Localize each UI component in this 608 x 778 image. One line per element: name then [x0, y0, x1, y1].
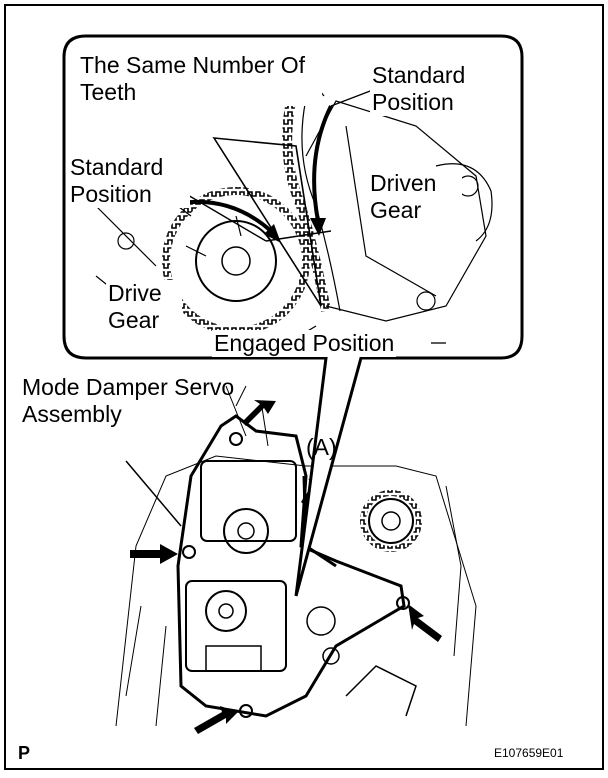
- diagram-figure: The Same Number Of Teeth Standard Positi…: [4, 4, 604, 770]
- servo-outline: [176, 414, 406, 718]
- figure-id: E107659E01: [494, 746, 564, 760]
- arrow-icon: [310, 218, 326, 236]
- driven-gear-label: Driven Gear: [368, 170, 462, 224]
- standard-position-left-label: Standard Position: [68, 154, 190, 208]
- marker-a-label: (A): [306, 434, 337, 460]
- standard-position-right-label: Standard Position: [370, 62, 496, 116]
- engaged-position-label: Engaged Position: [212, 330, 397, 357]
- arrow-icon: [408, 604, 442, 642]
- arrow-icon: [242, 400, 276, 426]
- footer-mark: P: [18, 743, 31, 763]
- arrow-icon: [194, 706, 238, 734]
- drive-gear-label: Drive Gear: [106, 280, 182, 334]
- assembly-drawing: [115, 385, 477, 727]
- arrow-icon: [130, 544, 178, 564]
- arrow-icon: [264, 224, 281, 243]
- mode-damper-label: Mode Damper Servo Assembly: [22, 374, 235, 427]
- same-teeth-label: The Same Number Of Teeth: [78, 52, 322, 106]
